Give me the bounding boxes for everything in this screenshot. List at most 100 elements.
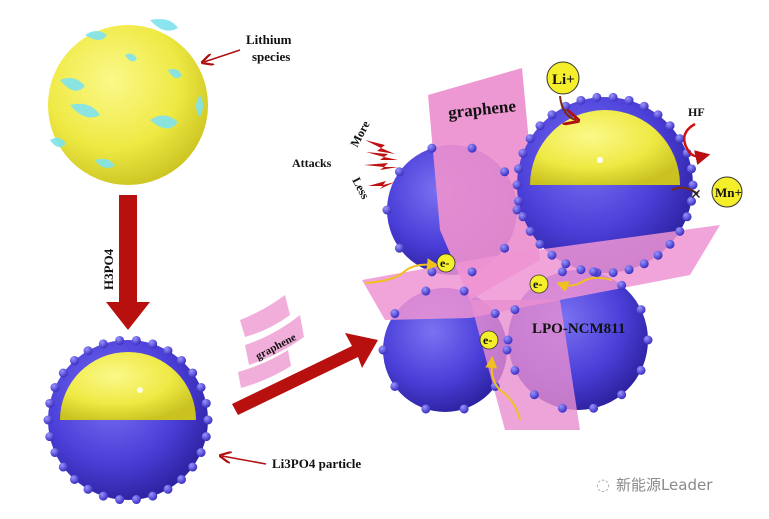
watermark-text: 新能源Leader <box>615 476 713 494</box>
li3po4-nanoparticle <box>58 462 68 472</box>
li3po4-nanoparticle <box>83 484 93 494</box>
li3po4-nanoparticle <box>188 368 198 378</box>
li3po4-nanoparticle <box>675 134 685 144</box>
li3po4-nanoparticle <box>131 495 141 505</box>
svg-text:Mn+: Mn+ <box>715 185 742 200</box>
li3po4-nanoparticle <box>500 243 510 253</box>
li3po4-nanoparticle <box>390 309 400 319</box>
core-cutaway-right <box>530 110 680 185</box>
lpo-coated-particle <box>43 335 213 505</box>
lithium-pointer-arrow <box>204 49 241 62</box>
more-label: More <box>347 118 373 150</box>
attack-bolts-icon <box>364 140 398 189</box>
lpo-ncm811-graphene-composite <box>362 68 720 430</box>
li3po4-nanoparticle <box>643 335 653 345</box>
li3po4-nanoparticle <box>688 180 698 190</box>
li3po4-nanoparticle <box>518 212 528 222</box>
li3po4-nanoparticle <box>177 356 187 366</box>
li3po4-nanoparticle <box>98 491 108 501</box>
watermark: ◌ 新能源Leader <box>596 474 712 495</box>
li3po4-nanoparticle <box>525 134 535 144</box>
metal-dissolution-arrow <box>671 186 699 195</box>
li3po4-nanoparticle <box>421 404 431 414</box>
li3po4-nanoparticle <box>502 345 512 355</box>
li3po4-nanoparticle <box>459 404 469 414</box>
li3po4-nanoparticle <box>624 95 634 105</box>
li3po4-nanoparticle <box>665 239 675 249</box>
li3po4-nanoparticle <box>201 398 211 408</box>
hf-label: HF <box>688 105 705 119</box>
lithium-species-patches <box>50 19 203 168</box>
pristine-ncm811-particle <box>48 19 208 185</box>
li3po4-nanoparticle <box>525 226 535 236</box>
li3po4-nanoparticle <box>459 286 469 296</box>
li3po4-nanoparticle <box>510 305 520 315</box>
li3po4-nanoparticle <box>687 164 697 174</box>
li3po4-nanoparticle <box>512 180 522 190</box>
li3po4-nanoparticle <box>589 267 599 277</box>
li3po4-nanoparticle <box>675 226 685 236</box>
electron-path-1: e- <box>364 253 456 284</box>
li3po4-nanoparticle <box>201 432 211 442</box>
metal-ion-badge: Mn+ <box>711 176 743 208</box>
li3po4-nanoparticle <box>529 390 539 400</box>
li3po4-nanoparticle <box>382 205 392 215</box>
li3po4-nanoparticle <box>636 305 646 315</box>
li3po4-nanoparticle <box>50 382 60 392</box>
li3po4-nanoparticle <box>535 239 545 249</box>
li3po4-nanoparticle <box>467 267 477 277</box>
li3po4-nanoparticle <box>163 484 173 494</box>
li3po4-nanoparticle <box>592 92 602 102</box>
li3po4-nanoparticle <box>512 205 522 215</box>
li3po4-nanoparticle <box>148 491 158 501</box>
li3po4-nanoparticle <box>608 92 618 102</box>
li3po4-nanoparticle <box>665 121 675 131</box>
li3po4-nanoparticle <box>163 346 173 356</box>
blocked-x-icon: ✕ <box>690 187 702 203</box>
svg-text:Li+: Li+ <box>552 72 575 88</box>
li3po4-nanoparticle <box>617 390 627 400</box>
li3po4-nanoparticle <box>83 346 93 356</box>
li3po4-nanoparticle <box>69 356 79 366</box>
graphene-flakes <box>238 295 304 388</box>
li3po4-nanoparticle <box>608 268 618 278</box>
graphene-sheet-horizontal <box>362 225 720 320</box>
li3po4-nanoparticle <box>427 143 437 153</box>
li3po4-nanoparticle <box>500 167 510 177</box>
li3po4-nanoparticle <box>50 448 60 458</box>
li3po4-nanoparticle <box>188 462 198 472</box>
lithium-species-label: Lithium species <box>246 32 295 64</box>
li3po4-nanoparticle <box>98 339 108 349</box>
down-arrow <box>106 195 150 330</box>
li3po4-nanoparticle <box>427 267 437 277</box>
li3po4-nanoparticle <box>589 403 599 413</box>
li3po4-nanoparticle <box>513 164 523 174</box>
li3po4-nanoparticle <box>69 474 79 484</box>
svg-text:e-: e- <box>533 277 542 291</box>
li3po4-nanoparticle <box>547 110 557 120</box>
graphene-sheet-vertical <box>428 68 540 300</box>
li3po4-nanoparticle <box>378 345 388 355</box>
li3po4-nanoparticle <box>557 403 567 413</box>
li3po4-nanoparticle <box>131 335 141 345</box>
li3po4-nanoparticle <box>547 250 557 260</box>
li3po4-nanoparticle <box>58 368 68 378</box>
li3po4-nanoparticle <box>561 259 571 269</box>
wechat-icon: ◌ <box>596 475 610 494</box>
li3po4-nanoparticle <box>687 196 697 206</box>
li3po4-nanoparticle <box>639 101 649 111</box>
li3po4-nanoparticle <box>177 474 187 484</box>
li3po4-nanoparticle <box>394 243 404 253</box>
li3po4-nanoparticle <box>636 365 646 375</box>
li3po4-nanoparticle <box>653 110 663 120</box>
li-ion-badge: Li+ <box>546 61 580 95</box>
li3po4-nanoparticle <box>653 250 663 260</box>
li3po4-nanoparticle <box>510 365 520 375</box>
li3po4-nanoparticle <box>203 415 213 425</box>
attacks-label: Attacks <box>292 156 332 170</box>
li3po4-nanoparticle <box>148 339 158 349</box>
less-label: Less <box>349 175 372 202</box>
electron-path-3: e- <box>479 330 521 421</box>
li-insertion-arrow <box>559 95 576 120</box>
